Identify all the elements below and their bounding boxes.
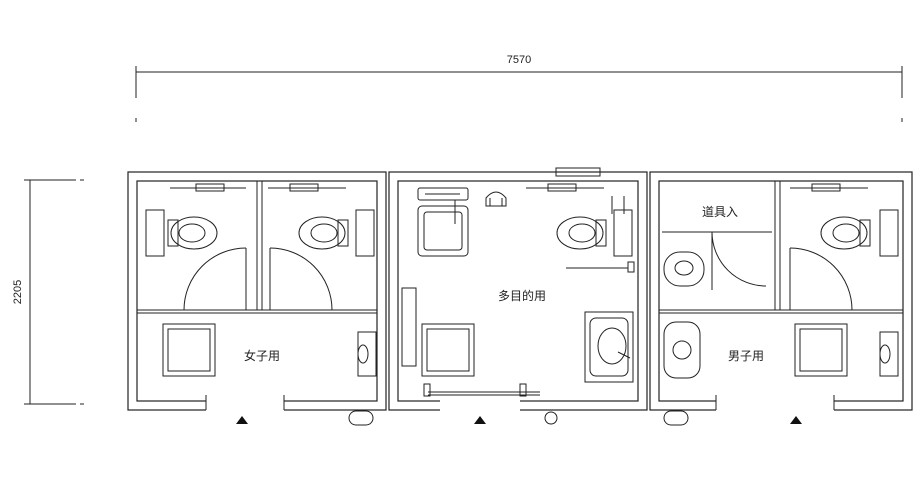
women-stall-door-1	[183, 247, 247, 311]
men-urinal-2	[663, 321, 701, 379]
height-dimension-label: 2205	[12, 280, 24, 304]
men-sink	[794, 323, 848, 377]
multipurpose-room-label: 多目的用	[498, 288, 546, 303]
multipurpose-changing-board	[417, 187, 469, 201]
women-sink	[162, 323, 216, 377]
module-men-outline	[649, 171, 913, 411]
men-stall-door	[789, 247, 853, 311]
multipurpose-window	[555, 167, 601, 177]
women-room-label: 女子用	[244, 348, 280, 363]
multipurpose-ostomate-sink	[584, 311, 634, 383]
men-wash-basin	[879, 331, 899, 377]
triangle-up-icon	[236, 416, 248, 424]
multipurpose-toilet	[526, 183, 633, 257]
men-storage-door	[711, 231, 767, 290]
women-toilet-1	[145, 183, 246, 257]
men-urinal-1	[663, 251, 705, 287]
multipurpose-fold-bed	[401, 287, 417, 367]
men-toilet	[790, 183, 899, 257]
triangle-up-icon	[474, 416, 486, 424]
door-openings	[206, 395, 834, 413]
multipurpose-counter	[421, 323, 475, 377]
multipurpose-baby-seat	[485, 191, 507, 207]
triangle-up-icon	[790, 416, 802, 424]
women-toilet-2	[268, 183, 375, 257]
women-wash-basin	[357, 331, 377, 377]
door-jambs	[205, 395, 835, 410]
storage-room-label: 道具入	[702, 205, 738, 219]
men-module-wheels	[663, 410, 689, 426]
men-partitions	[659, 181, 903, 314]
men-room-label: 男子用	[728, 349, 764, 363]
multipurpose-module-wheel	[544, 411, 558, 425]
women-stall-door-2	[269, 247, 333, 311]
width-dimension	[135, 66, 903, 122]
multipurpose-sliding-door	[423, 383, 540, 397]
women-module-wheels	[348, 410, 374, 426]
multipurpose-sink	[417, 200, 469, 257]
width-dimension-label: 7570	[507, 54, 531, 66]
height-dimension	[24, 179, 84, 405]
entrance-markers	[236, 416, 802, 424]
multipurpose-handrail	[566, 261, 635, 273]
women-stall-partitions	[137, 181, 377, 314]
